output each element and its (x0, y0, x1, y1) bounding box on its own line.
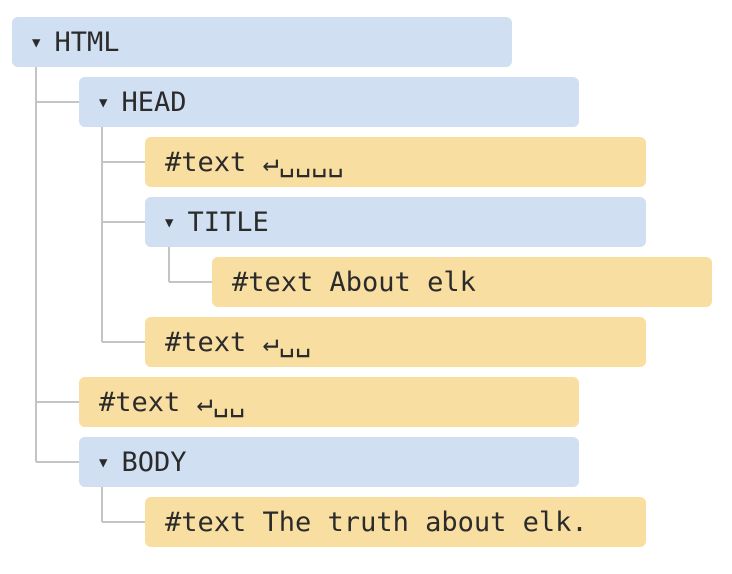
expand-triangle-icon[interactable]: ▼ (99, 455, 108, 471)
title-text-node[interactable]: #text About elk (212, 257, 712, 307)
expand-triangle-icon[interactable]: ▼ (165, 215, 174, 231)
html-element-node[interactable]: ▼ HTML (12, 17, 512, 67)
head-text-node[interactable]: #text ↵␣␣␣␣ (145, 137, 646, 187)
node-label: #text ↵␣␣ (165, 326, 312, 358)
head-text-after-title-node[interactable]: #text ↵␣␣ (145, 317, 646, 367)
body-element-node[interactable]: ▼ BODY (79, 437, 579, 487)
html-text-node[interactable]: #text ↵␣␣ (79, 377, 579, 427)
node-label: #text About elk (232, 266, 476, 298)
title-element-node[interactable]: ▼ TITLE (145, 197, 646, 247)
expand-triangle-icon[interactable]: ▼ (99, 95, 108, 111)
body-text-node[interactable]: #text The truth about elk. (145, 497, 646, 547)
node-label: BODY (121, 446, 187, 478)
node-label: HTML (54, 26, 120, 58)
node-label: #text ↵␣␣␣␣ (165, 146, 344, 178)
node-label: #text ↵␣␣ (99, 386, 246, 418)
node-label: HEAD (121, 86, 187, 118)
node-label: TITLE (187, 206, 269, 238)
node-label: #text The truth about elk. (165, 506, 588, 538)
expand-triangle-icon[interactable]: ▼ (32, 35, 41, 51)
head-element-node[interactable]: ▼ HEAD (79, 77, 579, 127)
